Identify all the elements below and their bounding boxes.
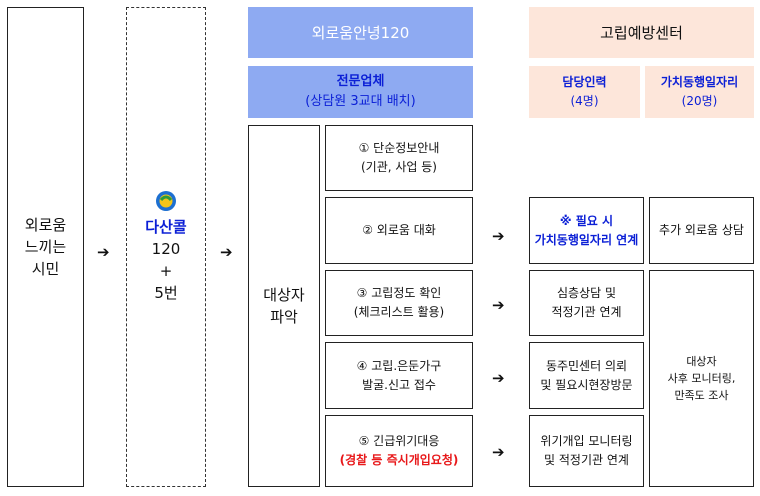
step-4-box: ④ 고립.은둔가구 발굴.신고 접수 — [325, 342, 473, 409]
target-line2: 파악 — [270, 308, 298, 326]
arrow-step-4: ➔ — [492, 369, 505, 387]
jobs-task-2-line2: 사후 모니터링, — [667, 372, 736, 385]
arrow-citizen-to-dasan: ➔ — [97, 243, 110, 261]
arrow-step-5: ➔ — [492, 443, 505, 461]
dasan-call-number: 120 — [151, 240, 181, 258]
step-5-line1: ⑤ 긴급위기대응 — [358, 434, 440, 448]
vendor-detail: (상담원 3교대 배치) — [305, 94, 416, 109]
jobs-task-1-text: 추가 외로움 상담 — [659, 223, 744, 237]
arrow-step-2: ➔ — [492, 227, 505, 245]
step-4-line1: ④ 고립.은둔가구 — [356, 358, 442, 373]
staff-task-4-box: 위기개입 모니터링 및 적정기관 연계 — [529, 415, 644, 487]
staff-count: (4명) — [570, 94, 599, 108]
step-5-line2: (경찰 등 즉시개입요청) — [339, 453, 459, 467]
staff-task-4-line1: 위기개입 모니터링 — [540, 434, 633, 448]
staff-task-1-line1: ※ 필요 시 — [559, 213, 614, 228]
staff-task-2-line2: 적정기관 연계 — [551, 305, 622, 319]
staff-task-4-line2: 및 적정기관 연계 — [544, 453, 629, 467]
citizen-box: 외로움 느끼는 시민 — [7, 7, 84, 487]
hello-120-vendor-header: 전문업체 (상담원 3교대 배치) — [248, 66, 473, 118]
jobs-count: (20명) — [681, 94, 718, 108]
staff-task-3-line1: 동주민센터 의뢰 — [545, 358, 628, 373]
center-staff-header: 담당인력 (4명) — [529, 66, 640, 118]
center-jobs-header: 가치동행일자리 (20명) — [645, 66, 754, 118]
staff-task-3-box: 동주민센터 의뢰 및 필요시현장방문 — [529, 342, 644, 409]
arrow-dasan-to-target: ➔ — [220, 243, 233, 261]
staff-task-1-box: ※ 필요 시 가치동행일자리 연계 — [529, 197, 644, 264]
step-2-line1: ② 외로움 대화 — [362, 223, 436, 237]
prevention-center-header: 고립예방센터 — [529, 7, 754, 58]
step-1-line2: (기관, 사업 등) — [360, 160, 437, 174]
target-identification-box: 대상자 파악 — [248, 125, 320, 487]
citizen-line2: 느끼는 — [24, 238, 67, 256]
jobs-task-2-line3: 만족도 조사 — [674, 389, 729, 402]
step-1-box: ① 단순정보안내 (기관, 사업 등) — [325, 125, 473, 191]
jobs-task-1-box: 추가 외로움 상담 — [649, 197, 754, 264]
dasan-call-box: 다산콜 120 + 5번 — [126, 7, 206, 487]
staff-task-2-line1: 심층상담 및 — [556, 286, 616, 300]
step-3-box: ③ 고립정도 확인 (체크리스트 활용) — [325, 270, 473, 336]
dasan-call-extension: 5번 — [154, 284, 178, 302]
staff-label: 담당인력 — [562, 75, 607, 89]
dasan-call-logo-icon — [156, 191, 176, 211]
jobs-task-2-line1: 대상자 — [686, 355, 717, 368]
step-2-box: ② 외로움 대화 — [325, 197, 473, 264]
hello-120-header: 외로움안녕120 — [248, 7, 473, 58]
step-3-line1: ③ 고립정도 확인 — [356, 286, 442, 300]
citizen-line1: 외로움 — [24, 216, 67, 234]
jobs-label: 가치동행일자리 — [660, 75, 739, 89]
target-line1: 대상자 — [263, 286, 305, 304]
vendor-title: 전문업체 — [336, 74, 385, 89]
step-3-line2: (체크리스트 활용) — [353, 305, 445, 319]
prevention-center-title: 고립예방센터 — [600, 23, 683, 42]
hello-120-title: 외로움안녕120 — [311, 23, 410, 42]
step-4-line2: 발굴.신고 접수 — [362, 377, 436, 392]
staff-task-2-box: 심층상담 및 적정기관 연계 — [529, 270, 644, 336]
citizen-line3: 시민 — [31, 260, 60, 278]
staff-task-1-line2: 가치동행일자리 연계 — [534, 232, 639, 247]
step-1-line1: ① 단순정보안내 — [358, 141, 440, 155]
dasan-call-plus: + — [159, 262, 173, 280]
staff-task-3-line2: 및 필요시현장방문 — [540, 377, 633, 392]
jobs-task-2-box: 대상자 사후 모니터링, 만족도 조사 — [649, 270, 754, 487]
arrow-step-3: ➔ — [492, 296, 505, 314]
dasan-call-name: 다산콜 — [145, 218, 187, 236]
step-5-box: ⑤ 긴급위기대응 (경찰 등 즉시개입요청) — [325, 415, 473, 487]
